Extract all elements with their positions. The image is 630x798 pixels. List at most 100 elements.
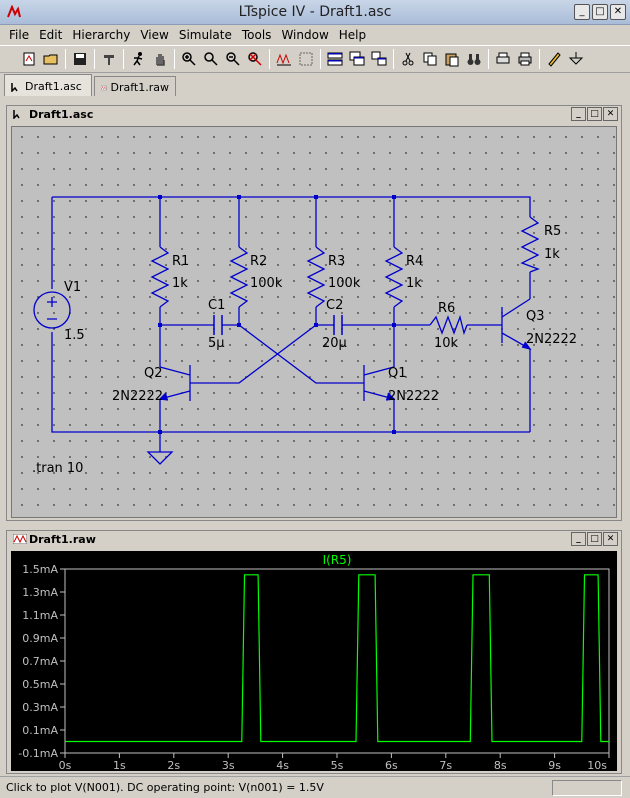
- close-button[interactable]: ✕: [610, 4, 626, 20]
- autorange-button[interactable]: [273, 48, 295, 70]
- status-bar: Click to plot V(N001). DC operating poin…: [0, 776, 630, 798]
- paste-icon: [445, 53, 459, 67]
- schematic-maximize-button[interactable]: □: [587, 107, 602, 121]
- zoom-in-button[interactable]: [178, 48, 200, 70]
- y-axis-ticks: 1.5mA1.3mA1.1mA0.9mA0.7mA0.5mA0.3mA0.1mA…: [18, 563, 65, 760]
- paste-button[interactable]: [441, 48, 463, 70]
- c1-symbol[interactable]: [213, 315, 223, 335]
- r3-value: 100k: [328, 276, 361, 291]
- q1-symbol[interactable]: [363, 365, 396, 401]
- menu-hierarchy[interactable]: Hierarchy: [72, 27, 131, 42]
- run-button[interactable]: [127, 48, 149, 70]
- trace-i-r5[interactable]: [65, 574, 609, 743]
- binoculars-icon: [467, 54, 481, 65]
- v1-symbol[interactable]: [33, 291, 71, 329]
- copy-button[interactable]: [419, 48, 441, 70]
- cut-button[interactable]: [397, 48, 419, 70]
- schematic-drawing: V1 1.5 R1 1k R2 100k R3 100k R4 1k R5 1k…: [32, 195, 577, 476]
- print-button[interactable]: [514, 48, 536, 70]
- print-preview-icon: [496, 52, 510, 64]
- zoom-cancel-button[interactable]: [244, 48, 266, 70]
- c2-symbol[interactable]: [333, 315, 343, 335]
- schematic-window-title: Draft1.asc: [29, 108, 94, 121]
- waveform-chart: 1.5mA1.3mA1.1mA0.9mA0.7mA0.5mA0.3mA0.1mA…: [18, 553, 610, 772]
- status-text: Click to plot V(N001). DC operating poin…: [6, 781, 324, 794]
- transistor-symbols: [158, 298, 532, 401]
- x-tick-label: 5s: [331, 759, 344, 771]
- waveform-close-button[interactable]: ✕: [603, 532, 618, 546]
- status-panel: [552, 780, 622, 796]
- tab-draft1-asc[interactable]: Draft1.asc: [4, 74, 92, 96]
- plot-settings-button[interactable]: [295, 48, 317, 70]
- v1-value: 1.5: [64, 328, 85, 343]
- tile-horizontal-icon: [327, 52, 343, 66]
- tab-draft1-raw[interactable]: Draft1.raw: [94, 76, 176, 96]
- r6-symbol[interactable]: [429, 314, 468, 336]
- control-panel-button[interactable]: [98, 48, 120, 70]
- printer-icon: [518, 52, 532, 66]
- print-preview-button[interactable]: [492, 48, 514, 70]
- restore-button[interactable]: □: [592, 4, 608, 20]
- menu-bar: File Edit Hierarchy View Simulate Tools …: [0, 25, 630, 44]
- floppy-icon: [74, 53, 86, 65]
- r3-name: R3: [328, 254, 345, 269]
- trace-label[interactable]: I(R5): [323, 553, 352, 567]
- pencil-icon: [548, 52, 561, 67]
- y-tick-label: 0.7mA: [22, 655, 58, 668]
- tile-horizontal-button[interactable]: [324, 48, 346, 70]
- r5-symbol[interactable]: [520, 216, 540, 273]
- cascade-button[interactable]: [346, 48, 368, 70]
- waveform-minimize-button[interactable]: _: [571, 532, 586, 546]
- halt-button[interactable]: [149, 48, 171, 70]
- r6-name: R6: [438, 301, 455, 316]
- waveform-window-title: Draft1.raw: [29, 533, 96, 546]
- c1-name: C1: [208, 298, 225, 313]
- x-tick-label: 0s: [59, 759, 72, 771]
- r4-name: R4: [406, 254, 423, 269]
- menu-file[interactable]: File: [9, 27, 30, 42]
- r6-value: 10k: [434, 336, 459, 351]
- c2-name: C2: [326, 298, 343, 313]
- schematic-canvas[interactable]: V1 1.5 R1 1k R2 100k R3 100k R4 1k R5 1k…: [11, 126, 617, 518]
- schematic-close-button[interactable]: ✕: [603, 107, 618, 121]
- c1-value: 5µ: [208, 336, 225, 351]
- waveform-maximize-button[interactable]: □: [587, 532, 602, 546]
- find-button[interactable]: [463, 48, 485, 70]
- folder-icon: [43, 54, 58, 65]
- open-button[interactable]: [40, 48, 62, 70]
- q3-symbol[interactable]: [501, 298, 532, 351]
- y-tick-label: -0.1mA: [18, 747, 58, 760]
- r2-value: 100k: [250, 276, 283, 291]
- r1-symbol[interactable]: [150, 246, 170, 308]
- q1-value: 2N2222: [388, 389, 439, 404]
- save-button[interactable]: [69, 48, 91, 70]
- tile-vertical-icon: [371, 51, 387, 66]
- r3-symbol[interactable]: [306, 246, 326, 308]
- menu-simulate[interactable]: Simulate: [178, 27, 232, 42]
- r2-symbol[interactable]: [229, 246, 249, 308]
- y-tick-label: 1.3mA: [22, 586, 58, 599]
- spice-directive[interactable]: .tran 10: [32, 461, 83, 476]
- y-tick-label: 0.9mA: [22, 632, 58, 645]
- y-tick-label: 0.5mA: [22, 678, 58, 691]
- minimize-button[interactable]: _: [574, 4, 590, 20]
- zoom-out-button[interactable]: [222, 48, 244, 70]
- ground-symbol[interactable]: [146, 451, 174, 465]
- menu-window[interactable]: Window: [281, 27, 329, 42]
- schematic-minimize-button[interactable]: _: [571, 107, 586, 121]
- new-schematic-button[interactable]: [18, 48, 40, 70]
- menu-edit[interactable]: Edit: [39, 27, 63, 42]
- q2-symbol[interactable]: [158, 365, 191, 401]
- tile-vertical-button[interactable]: [368, 48, 390, 70]
- draw-wire-button[interactable]: [543, 48, 565, 70]
- menu-help[interactable]: Help: [338, 27, 367, 42]
- ltspice-logo-icon: [7, 5, 21, 18]
- r5-value: 1k: [544, 247, 560, 262]
- place-ground-button[interactable]: [565, 48, 587, 70]
- running-man-icon: [133, 52, 143, 66]
- menu-view[interactable]: View: [140, 27, 169, 42]
- r4-symbol[interactable]: [384, 246, 404, 308]
- pan-button[interactable]: [200, 48, 222, 70]
- menu-tools[interactable]: Tools: [241, 27, 272, 42]
